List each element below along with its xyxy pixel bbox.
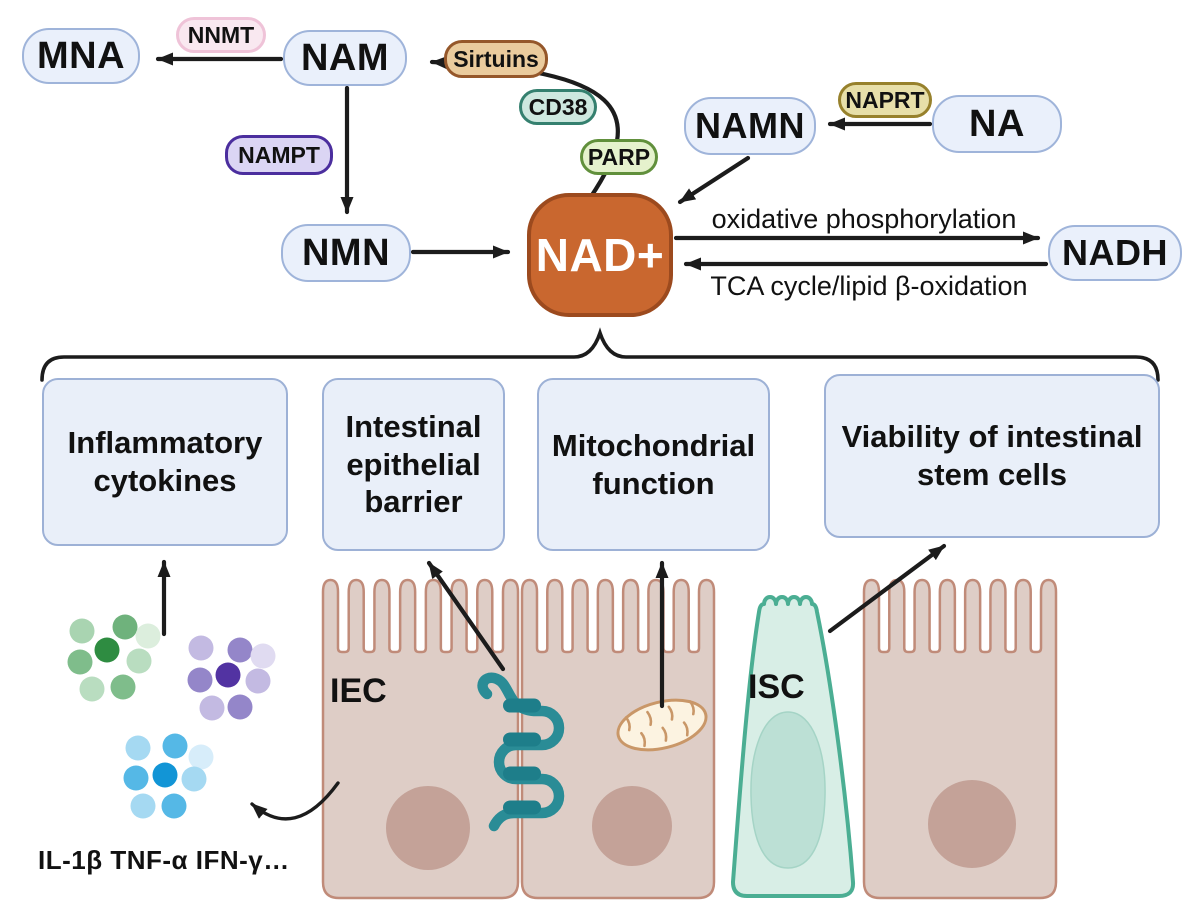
enzyme-sirtuins: Sirtuins xyxy=(444,40,548,78)
isc-nucleus xyxy=(750,711,826,869)
arrow-namn-to-nad xyxy=(677,155,751,205)
enzyme-parp: PARP xyxy=(580,139,658,175)
cytokine-cluster-purple-icon xyxy=(187,635,276,721)
enzyme-naprt: NAPRT xyxy=(838,82,932,118)
cytokine-cluster-blue-icon xyxy=(123,733,214,819)
node-nad: NAD+ xyxy=(527,193,673,317)
outcome-box-viability-of-stem-cells: Viability of intestinal stem cells xyxy=(824,374,1160,538)
arrow-tj-to-barrier-box xyxy=(426,560,506,672)
label-cytokine-names: IL-1β TNF-α IFN-γ… xyxy=(38,845,290,875)
node-nam: NAM xyxy=(283,30,407,86)
arrow-nad-to-nam xyxy=(429,56,620,201)
enzyme-nnmt: NNMT xyxy=(176,17,266,53)
outcome-box-inflammatory-cytokines: Inflammatory cytokines xyxy=(42,378,288,546)
mitochondria-icon xyxy=(616,698,708,752)
label-iec: IEC xyxy=(330,672,387,710)
label-tca-cycle: TCA cycle/lipid β-oxidation xyxy=(710,271,1028,301)
arrow-isc-to-viability-box xyxy=(827,543,947,634)
cytokine-cluster-green-icon xyxy=(67,614,161,702)
label-isc: ISC xyxy=(748,668,805,706)
enzyme-cd38: CD38 xyxy=(519,89,597,125)
outcome-box-intestinal-epithelial-barrier: Intestinal epithelial barrier xyxy=(322,378,505,551)
brace xyxy=(40,327,1160,382)
node-mna: MNA xyxy=(22,28,140,84)
enzyme-nampt: NAMPT xyxy=(225,135,333,175)
node-namn: NAMN xyxy=(684,97,816,155)
arrow-cell-to-cytokines xyxy=(250,781,340,821)
label-oxidative-phosphorylation: oxidative phosphorylation xyxy=(711,204,1017,234)
outcome-box-mitochondrial-function: Mitochondrial function xyxy=(537,378,770,551)
tight-junction-icon xyxy=(477,672,565,832)
node-na: NA xyxy=(932,95,1062,153)
node-nmn: NMN xyxy=(281,224,411,282)
node-nadh: NADH xyxy=(1048,225,1182,281)
